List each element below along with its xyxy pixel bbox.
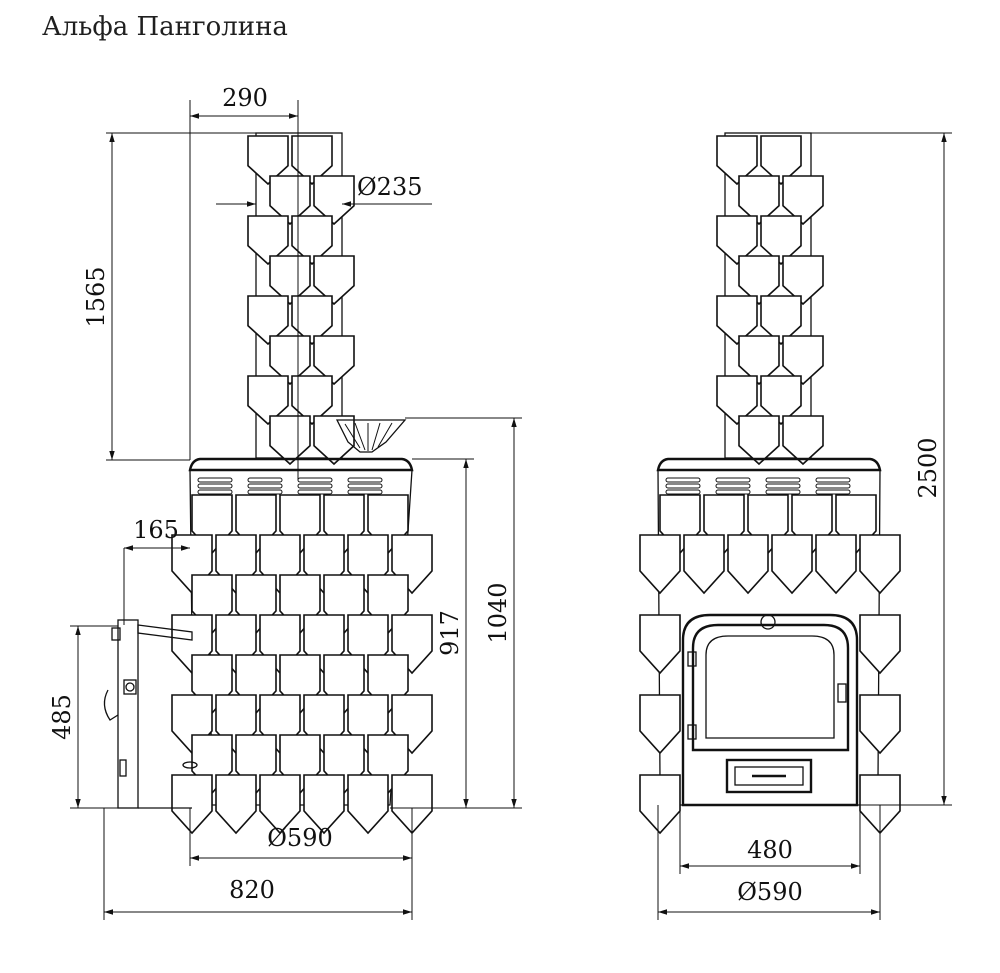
scale-plate xyxy=(391,774,433,835)
scale-plate xyxy=(291,135,333,186)
vent-slot xyxy=(665,489,701,495)
scale-plate xyxy=(716,135,758,186)
dim-total-height: 2500 xyxy=(914,437,942,498)
vent-slot xyxy=(247,477,283,483)
scale-plate xyxy=(815,534,857,595)
vent-slot xyxy=(347,477,383,483)
scale-plate xyxy=(247,375,289,426)
scale-plate xyxy=(782,335,824,386)
vent-slot xyxy=(665,477,701,483)
side-door-extension xyxy=(103,619,193,809)
scale-plate xyxy=(716,375,758,426)
scale-plate xyxy=(782,175,824,226)
scale-plate xyxy=(259,774,301,835)
dim-pipe-height: 1565 xyxy=(82,266,110,327)
scale-plate xyxy=(291,375,333,426)
vent-slot xyxy=(715,489,751,495)
vent-slot xyxy=(715,483,751,489)
dim-body-height: 1040 xyxy=(484,582,512,643)
vent-slot xyxy=(815,483,851,489)
scale-plate xyxy=(782,255,824,306)
scale-plate xyxy=(782,415,824,466)
scale-plate xyxy=(639,774,681,835)
vent-slot xyxy=(297,489,333,495)
front-body xyxy=(639,469,901,835)
vent-slot xyxy=(815,477,851,483)
scale-plate xyxy=(291,215,333,266)
vent-slot xyxy=(297,483,333,489)
scale-plate xyxy=(215,774,257,835)
scale-plate xyxy=(859,694,901,755)
vent-slot xyxy=(197,483,233,489)
dim-body-diameter-front: Ø590 xyxy=(737,878,802,906)
scale-plate xyxy=(291,295,333,346)
scale-plate xyxy=(171,774,213,835)
vent-slot xyxy=(765,489,801,495)
scale-plate xyxy=(760,135,802,186)
scale-plate xyxy=(247,135,289,186)
dim-pipe-offset: 290 xyxy=(222,84,268,112)
page-title: Альфа Панголина xyxy=(42,12,288,42)
scale-plate xyxy=(760,295,802,346)
scale-plate xyxy=(771,534,813,595)
front-chimney xyxy=(716,132,824,466)
scale-plate xyxy=(738,175,780,226)
dim-door-height: 485 xyxy=(48,694,76,740)
scale-plate xyxy=(859,614,901,675)
scale-plate xyxy=(313,255,355,306)
scale-plate xyxy=(738,255,780,306)
scale-plate xyxy=(738,335,780,386)
scale-plate xyxy=(639,694,681,755)
scale-plate xyxy=(247,295,289,346)
vent-slot xyxy=(765,477,801,483)
scale-plate xyxy=(303,774,345,835)
scale-plate xyxy=(269,255,311,306)
scale-plate xyxy=(639,614,681,675)
dim-handle-offset: 165 xyxy=(133,516,179,544)
vent-slot xyxy=(197,489,233,495)
scale-plate xyxy=(716,295,758,346)
scale-plate xyxy=(760,215,802,266)
scale-plate xyxy=(313,335,355,386)
vent-slot xyxy=(247,483,283,489)
scale-plate xyxy=(269,415,311,466)
dim-body-diameter-side: Ø590 xyxy=(267,824,332,852)
scale-plate xyxy=(269,175,311,226)
vent-slot xyxy=(765,483,801,489)
front-view: 2500 480 Ø590 xyxy=(639,132,952,920)
dim-total-depth: 820 xyxy=(229,876,275,904)
scale-plate xyxy=(716,215,758,266)
scale-plate xyxy=(313,415,355,466)
scale-plate xyxy=(313,175,355,226)
dim-door-width: 480 xyxy=(747,836,793,864)
scale-plate xyxy=(247,215,289,266)
scale-plate xyxy=(727,534,769,595)
scale-plate xyxy=(859,534,901,595)
side-body xyxy=(171,469,433,835)
front-top-lid xyxy=(656,457,882,472)
scale-plate xyxy=(269,335,311,386)
scale-plate xyxy=(760,375,802,426)
scale-plate xyxy=(683,534,725,595)
vent-slot xyxy=(815,489,851,495)
scale-plate xyxy=(347,774,389,835)
side-top-lid xyxy=(188,457,414,472)
dim-pipe-diameter: Ø235 xyxy=(357,173,422,201)
vent-slot xyxy=(665,483,701,489)
side-view: 290 Ø235 1565 165 485 917 1040 Ø590 xyxy=(48,84,522,920)
vent-slot xyxy=(347,483,383,489)
side-top-bowl xyxy=(335,419,407,453)
scale-plate xyxy=(738,415,780,466)
vent-slot xyxy=(715,477,751,483)
front-fire-door xyxy=(681,613,859,807)
vent-slot xyxy=(197,477,233,483)
scale-plate xyxy=(639,534,681,595)
dim-top-height: 917 xyxy=(436,610,464,656)
side-chimney xyxy=(247,132,355,466)
vent-slot xyxy=(247,489,283,495)
vent-slot xyxy=(297,477,333,483)
vent-slot xyxy=(347,489,383,495)
